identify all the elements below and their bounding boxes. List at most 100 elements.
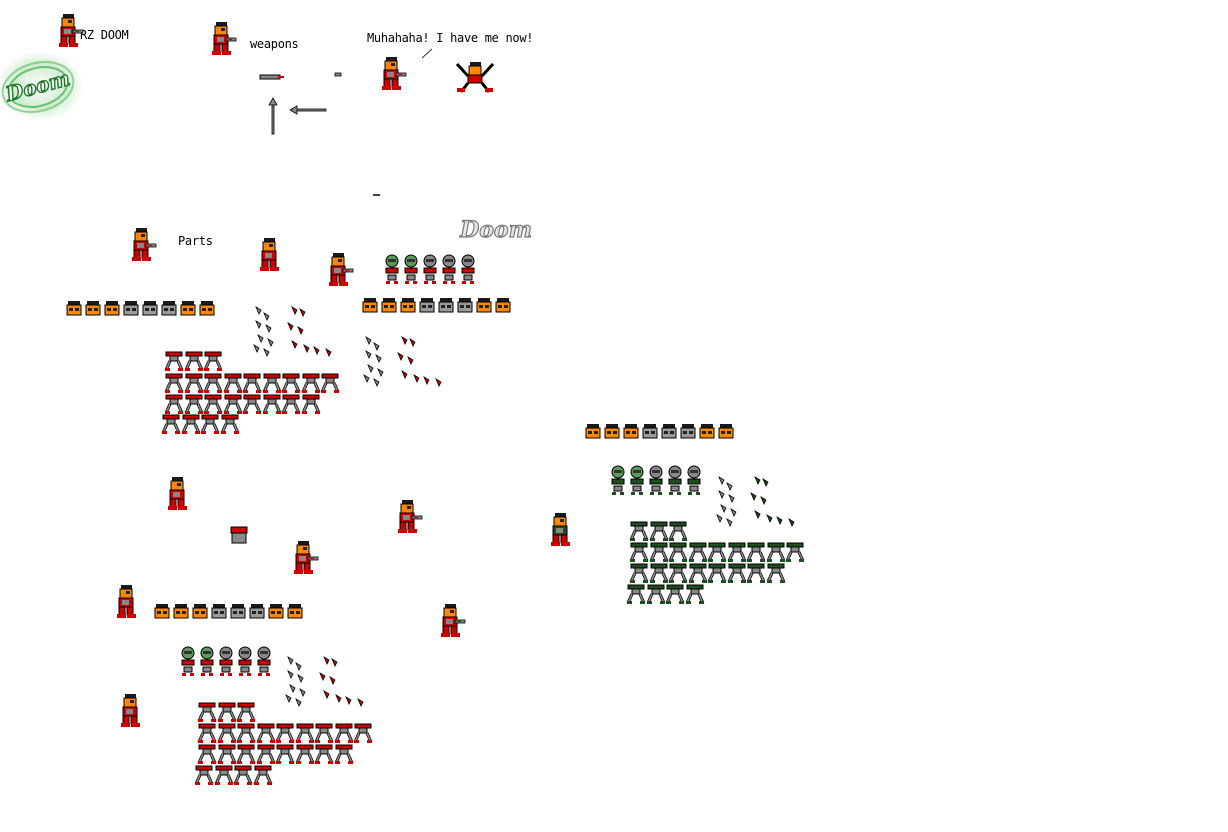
head-sprite xyxy=(211,604,227,619)
grey-logo-text: Doom xyxy=(459,217,532,243)
leg-sprite xyxy=(668,521,688,541)
leg-sprite xyxy=(746,542,766,562)
leg-sprite xyxy=(295,744,314,764)
leg-sprite xyxy=(236,702,256,722)
leg-sprite xyxy=(649,563,668,583)
leg-sprite xyxy=(766,563,785,583)
leg-sprite xyxy=(220,414,239,434)
leg-sprite xyxy=(256,723,275,743)
leg-sprite xyxy=(668,563,688,583)
arm-parts xyxy=(363,336,442,387)
leg-sprite xyxy=(223,394,242,414)
leg-sprite xyxy=(314,744,334,764)
head-sprite xyxy=(661,424,677,439)
mask-head-sprite xyxy=(461,254,475,284)
leg-sprite xyxy=(626,584,646,604)
leg-sprite xyxy=(629,563,649,583)
leg-sprite xyxy=(242,373,262,393)
head-sprite xyxy=(699,424,715,439)
doom-logo-grey: Doom xyxy=(459,216,533,243)
mask-head-sprite xyxy=(200,646,214,676)
leg-sprite xyxy=(314,723,334,743)
leg-sprite xyxy=(275,723,295,743)
leg-sprite xyxy=(253,765,272,785)
arm-parts xyxy=(716,476,795,527)
character-sprite xyxy=(212,22,237,55)
mask-head-sprite xyxy=(611,465,625,495)
mask-head-sprite xyxy=(668,465,682,495)
leg-sprite xyxy=(200,414,220,434)
head-sprite xyxy=(142,301,158,316)
leg-sprite xyxy=(334,744,353,764)
parts-label: Parts xyxy=(178,234,213,248)
mask-head-sprite xyxy=(630,465,644,495)
leg-sprite xyxy=(184,373,203,393)
character-sprite xyxy=(294,541,319,574)
leg-sprite xyxy=(164,394,184,414)
leg-sprite xyxy=(649,542,668,562)
leg-sprite xyxy=(197,744,217,764)
character-sprite xyxy=(59,14,84,47)
leg-sprite xyxy=(236,744,256,764)
mask-head-sprite xyxy=(238,646,252,676)
head-sprite xyxy=(680,424,696,439)
leg-sprite xyxy=(727,563,746,583)
leg-sprite xyxy=(194,765,214,785)
head-only-sprite xyxy=(230,526,248,544)
weapon-gun xyxy=(259,74,284,80)
speech-label: Muhahaha! I have me now! xyxy=(367,31,534,45)
leg-sprite xyxy=(217,744,236,764)
leg-sprite xyxy=(242,394,262,414)
head-sprite xyxy=(199,301,215,316)
speech-tail xyxy=(421,48,433,59)
head-sprite xyxy=(192,604,208,619)
head-sprite xyxy=(585,424,601,439)
head-sprite xyxy=(104,301,120,316)
mask-head-sprite xyxy=(442,254,456,284)
leg-sprite xyxy=(161,414,181,434)
leg-sprite xyxy=(223,373,242,393)
character-sprite xyxy=(121,694,140,727)
leg-sprite xyxy=(629,521,649,541)
head-sprite xyxy=(173,604,189,619)
mask-head-sprite xyxy=(219,646,233,676)
leg-sprite xyxy=(281,394,301,414)
leg-sprite xyxy=(164,351,184,371)
leg-sprite xyxy=(217,702,236,722)
leg-sprite xyxy=(334,723,353,743)
head-sprite xyxy=(495,298,511,313)
weapon-spear-vertical xyxy=(268,97,278,135)
head-sprite xyxy=(268,604,284,619)
leg-sprite xyxy=(233,765,253,785)
leg-sprite xyxy=(707,542,727,562)
leg-sprite xyxy=(275,744,295,764)
head-sprite xyxy=(476,298,492,313)
head-sprite xyxy=(85,301,101,316)
character-jump-sprite xyxy=(455,62,495,93)
leg-sprite xyxy=(629,542,649,562)
head-sprite xyxy=(287,604,303,619)
leg-sprite xyxy=(181,414,200,434)
mask-head-sprite xyxy=(649,465,663,495)
doom-logo-green: Doom xyxy=(0,52,82,120)
character-sprite xyxy=(132,228,157,261)
arm-parts xyxy=(253,306,332,357)
leg-sprite xyxy=(320,373,340,393)
head-sprite xyxy=(419,298,435,313)
head-sprite xyxy=(623,424,639,439)
leg-sprite xyxy=(214,765,233,785)
leg-sprite xyxy=(707,563,727,583)
character-sprite xyxy=(398,500,423,533)
leg-sprite xyxy=(688,542,707,562)
head-sprite xyxy=(154,604,170,619)
mask-head-sprite xyxy=(257,646,271,676)
head-sprite xyxy=(718,424,734,439)
head-sprite xyxy=(180,301,196,316)
character-sprite xyxy=(551,513,570,546)
head-sprite xyxy=(230,604,246,619)
character-sprite xyxy=(382,57,407,90)
head-sprite xyxy=(249,604,265,619)
weapon-bullet xyxy=(334,72,342,77)
leg-sprite xyxy=(184,394,203,414)
leg-sprite xyxy=(295,723,314,743)
